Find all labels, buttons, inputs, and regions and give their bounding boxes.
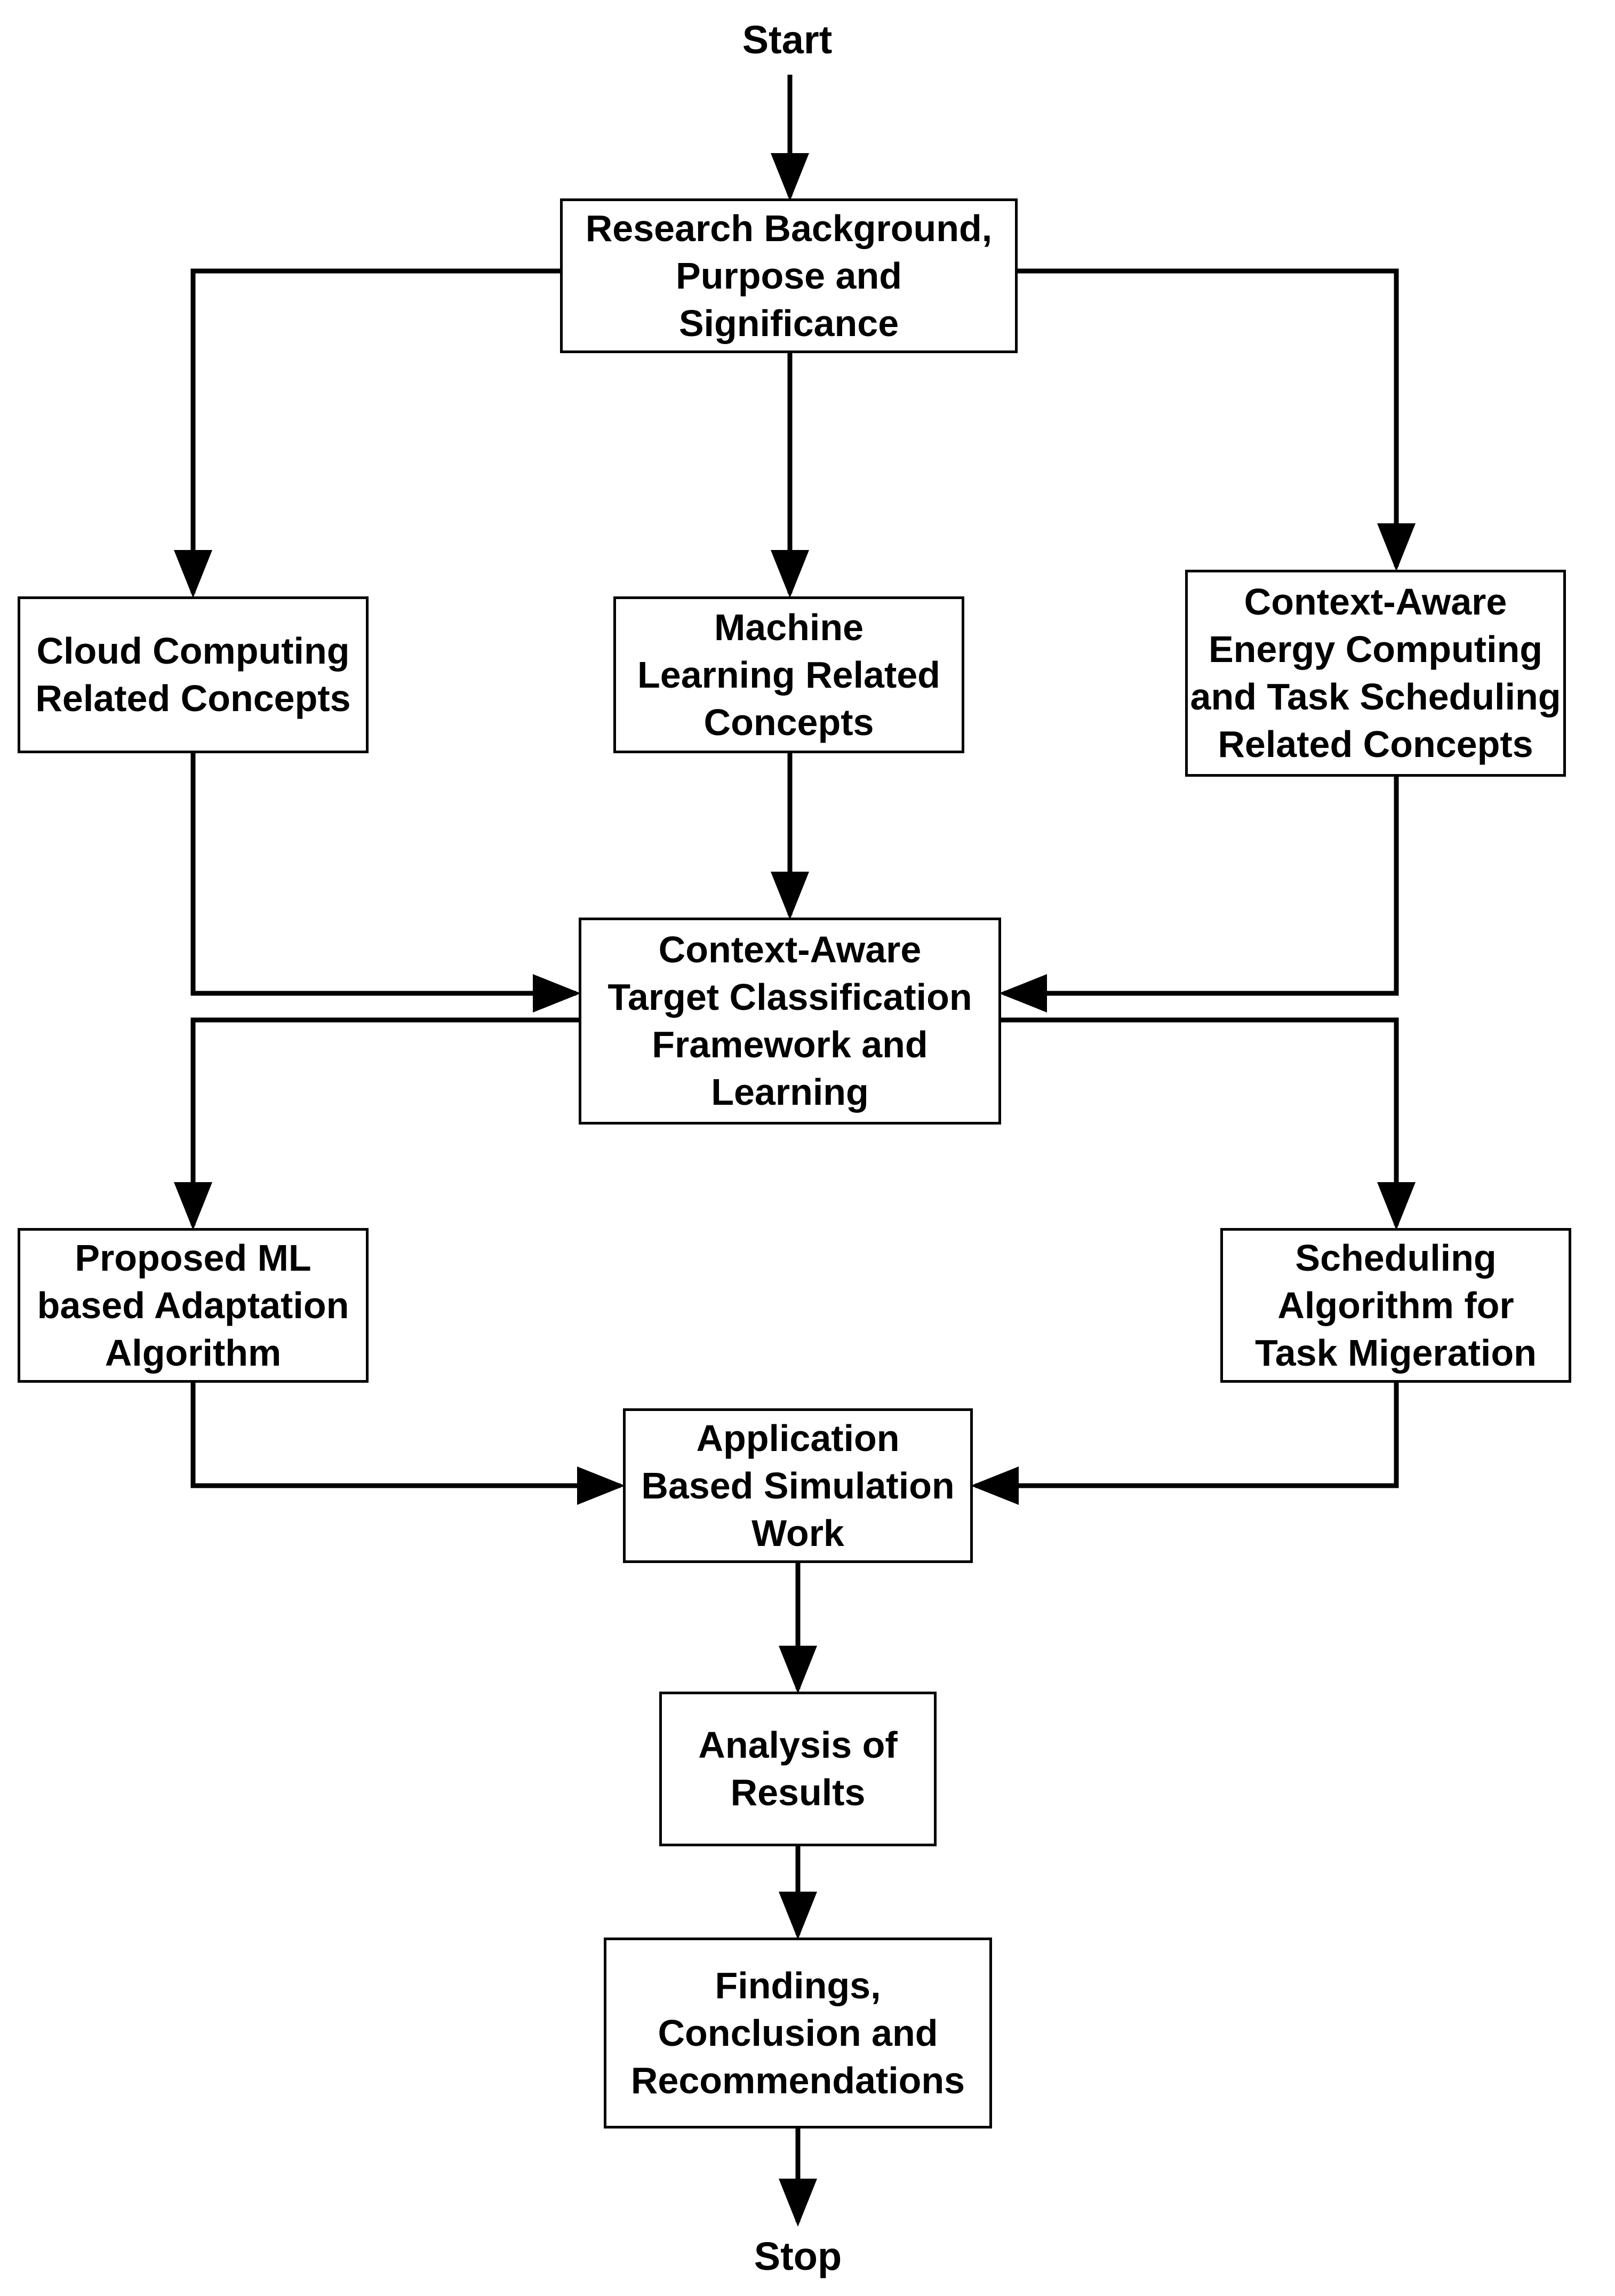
context-energy-label-line: and Task Scheduling: [1190, 676, 1561, 718]
arrow-classification-to-proposed-ml: [174, 1017, 579, 1230]
context-energy-label-line: Related Concepts: [1218, 723, 1533, 765]
cloud-label-line: Cloud Computing: [36, 630, 350, 672]
cloud-label-line: Related Concepts: [35, 677, 351, 719]
analysis-label-line: Analysis of: [698, 1724, 898, 1766]
findings-label-line: Recommendations: [630, 2059, 965, 2101]
simulation-label-line: Work: [751, 1512, 844, 1554]
analysis-results-box: Analysis of Results: [659, 1692, 937, 1846]
arrow-research-to-cloud: [174, 268, 560, 598]
classification-label-line: Target Classification: [607, 976, 972, 1018]
arrow-proposed-ml-to-simulation: [190, 1383, 625, 1505]
context-energy-label-line: Context-Aware: [1244, 581, 1507, 623]
research-label-line: Research Background,: [585, 207, 993, 249]
scheduling-label-line: Scheduling: [1295, 1237, 1497, 1279]
arrow-classification-to-scheduling: [1001, 1017, 1416, 1230]
simulation-label-line: Based Simulation: [641, 1464, 955, 1506]
ml-label-line: Concepts: [703, 701, 874, 743]
stop-label: Stop: [754, 2234, 842, 2278]
arrow-context-energy-to-classification: [999, 777, 1399, 1013]
findings-label-line: Findings,: [715, 1964, 881, 2006]
findings-label-line: Conclusion and: [658, 2012, 938, 2054]
classification-label-line: Learning: [711, 1071, 869, 1113]
ml-label-line: Learning Related: [637, 653, 940, 696]
analysis-label-line: Results: [730, 1772, 866, 1813]
arrow-research-to-context-energy: [1018, 268, 1416, 571]
start-label: Start: [742, 18, 833, 62]
simulation-label-line: Application: [696, 1417, 900, 1459]
proposed-ml-label-line: based Adaptation: [37, 1284, 349, 1326]
research-label-line: Significance: [678, 302, 899, 344]
classification-label-line: Context-Aware: [658, 929, 922, 970]
arrow-scheduling-to-simulation: [971, 1383, 1399, 1505]
context-energy-label-line: Energy Computing: [1208, 628, 1543, 670]
arrow-cloud-to-classification: [190, 753, 581, 1013]
research-label-line: Purpose and: [676, 254, 902, 297]
proposed-ml-label-line: Algorithm: [105, 1332, 282, 1374]
scheduling-label-line: Task Migeration: [1255, 1332, 1537, 1374]
proposed-ml-label-line: Proposed ML: [75, 1237, 311, 1279]
ml-label-line: Machine: [714, 606, 864, 648]
scheduling-label-line: Algorithm for: [1277, 1284, 1514, 1326]
classification-label-line: Framework and: [652, 1024, 928, 1065]
